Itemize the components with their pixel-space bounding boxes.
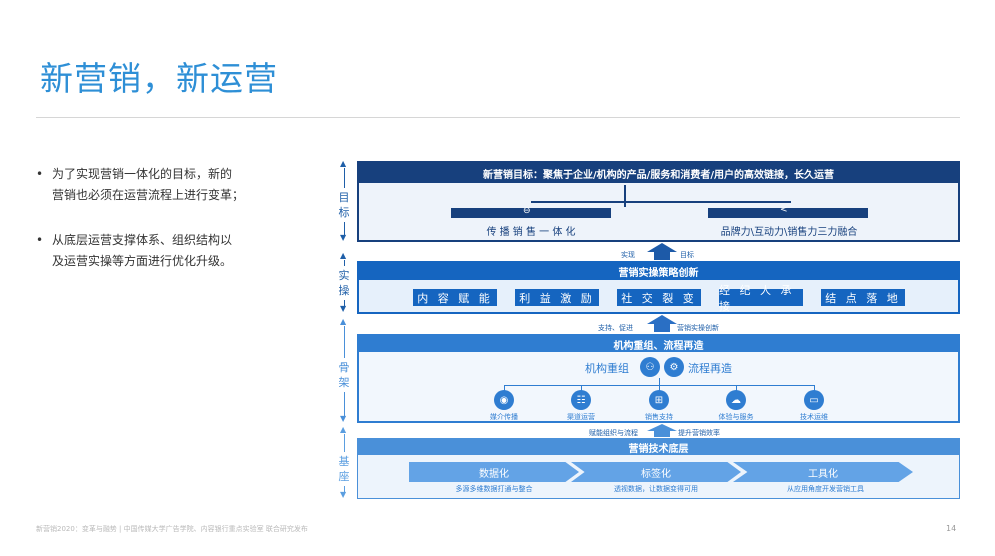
link-icon: ⊖ (523, 206, 531, 216)
framework-box: 机构重组、流程再造 机构重组 ⚇ ⚙ 流程再造 ◉ ☷ ⊞ ☁ ▭ 媒介传播 渠… (357, 334, 960, 423)
side-label-practice: 实操 (338, 269, 350, 297)
practice-item: 内 容 赋 能 (413, 289, 497, 306)
arrow-label-left: 赋能组织与流程 (589, 429, 638, 437)
page-number: 14 (946, 524, 957, 533)
arrow-up-icon: ▲ (340, 425, 347, 434)
bullet-dot: • (36, 233, 44, 247)
arrow-down-icon: ▼ (340, 233, 347, 242)
base-header: 营销技术底层 (358, 439, 959, 455)
arrow-up-icon (647, 315, 677, 324)
node-label: 技术运维 (800, 413, 828, 421)
arrow-up-icon (647, 243, 677, 252)
arrow-label-right: 目标 (680, 251, 694, 259)
process-icon: ⚙ (664, 357, 684, 377)
goal-header: 新营销目标：聚焦于企业/机构的产品/服务和消费者/用户的高效链接，长久运营 (359, 163, 958, 183)
base-step-data: 数据化 (409, 462, 579, 482)
base-step-sub: 透视数据，让数据变得可用 (614, 485, 698, 493)
org-restructure-icon: ⚇ (640, 357, 660, 377)
goal-left-bar: ⊖ (451, 206, 611, 218)
axis-segment-goal: ▲ 目标 ▼ (337, 159, 351, 242)
share-icon: < (780, 205, 788, 215)
arrow-up-icon: ▲ (340, 317, 347, 326)
arrow-label-right: 营销实操创新 (677, 324, 719, 332)
bullet-item: • 为了实现营销一体化的目标，新的 营销也必须在运营流程上进行变革； (36, 164, 296, 208)
practice-header: 营销实操策略创新 (359, 263, 958, 280)
bullet-line: 为了实现营销一体化的目标，新的 (52, 167, 233, 181)
practice-item: 结 点 落 地 (821, 289, 905, 306)
axis-segment-practice: ▲ 实操 ▼ (337, 251, 351, 314)
broadcast-icon: ◉ (494, 390, 514, 410)
arrow-down-icon: ▼ (340, 304, 347, 313)
axis-segment-base: ▲ 基座 ▼ (337, 425, 351, 500)
arrow-down-icon: ▼ (340, 490, 347, 499)
side-axis: ▲ 目标 ▼ ▲ 实操 ▼ ▲ 骨架 ▼ ▲ 基座 ▼ (337, 159, 351, 500)
arrow-label-left: 支持、促进 (598, 324, 633, 332)
arrow-up-icon: ▲ (340, 251, 347, 260)
node-label: 体验与服务 (718, 413, 754, 421)
bullet-item: • 从底层运营支撑体系、组织结构以 及运营实操等方面进行优化升级。 (36, 230, 296, 274)
side-label-goal: 目标 (338, 191, 350, 219)
bullet-line: 从底层运营支撑体系、组织结构以 (52, 233, 233, 247)
framework-header: 机构重组、流程再造 (359, 336, 958, 352)
experience-icon: ☁ (726, 390, 746, 410)
node-label: 渠道运营 (567, 413, 595, 421)
bullet-line: 营销也必须在运营流程上进行变革； (52, 188, 245, 202)
arrow-label-left: 实现 (621, 251, 635, 259)
framework-right-label: 流程再造 (688, 362, 732, 375)
practice-box: 营销实操策略创新 内 容 赋 能 利 益 激 励 社 交 裂 变 经 纪 人 承… (357, 261, 960, 314)
base-step-sub: 多源多维数据打通与整合 (455, 485, 533, 493)
base-step-tool: 工具化 (733, 462, 913, 482)
goal-right-bar: < (708, 205, 868, 218)
side-label-base: 基座 (338, 455, 350, 483)
goal-box: 新营销目标：聚焦于企业/机构的产品/服务和消费者/用户的高效链接，长久运营 ⊖ … (357, 161, 960, 242)
bullet-dot: • (36, 167, 44, 181)
title-divider (36, 117, 960, 118)
practice-item: 经 纪 人 承 接 (719, 284, 803, 313)
node-label: 销售支持 (645, 413, 673, 421)
goal-right-label: 品牌力\互动力\销售力三力融合 (720, 227, 858, 238)
side-label-framework: 骨架 (338, 361, 350, 389)
goal-left-label: 传 播 销 售 一 体 化 (486, 227, 576, 238)
arrow-label-right: 提升营销效率 (678, 429, 720, 437)
practice-item: 社 交 裂 变 (617, 289, 701, 306)
axis-segment-framework: ▲ 骨架 ▼ (337, 317, 351, 424)
bullet-line: 及运营实操等方面进行优化升级。 (52, 254, 233, 268)
monitor-icon: ▭ (804, 390, 824, 410)
page-title: 新营销，新运营 (40, 59, 278, 98)
arrow-down-icon: ▼ (340, 414, 347, 423)
arrow-up-icon: ▲ (340, 159, 347, 168)
arrow-up-icon (647, 424, 677, 431)
cart-icon: ⊞ (649, 390, 669, 410)
framework-left-label: 机构重组 (585, 362, 629, 375)
practice-item: 利 益 激 励 (515, 289, 599, 306)
base-step-tag: 标签化 (571, 462, 741, 482)
footer-text: 新营销2020：变革与融势 | 中国传媒大学广告学院、内容银行重点实验室 联合研… (36, 525, 308, 533)
node-label: 媒介传播 (490, 413, 518, 421)
base-box: 营销技术底层 数据化 标签化 工具化 多源多维数据打通与整合 透视数据，让数据变… (357, 438, 960, 499)
channel-icon: ☷ (571, 390, 591, 410)
base-step-sub: 从应用角度开发营销工具 (787, 485, 864, 493)
